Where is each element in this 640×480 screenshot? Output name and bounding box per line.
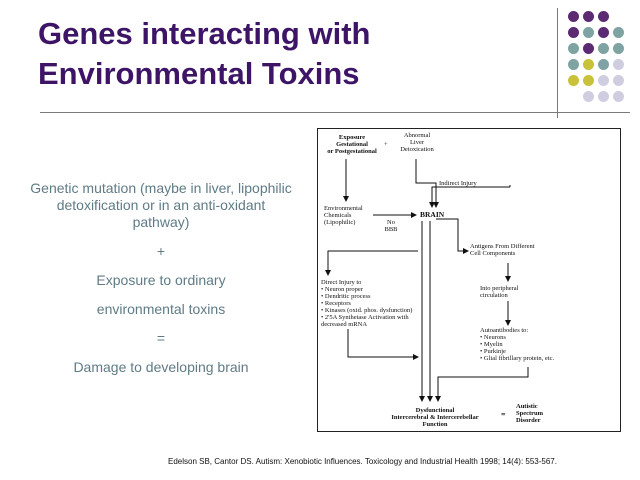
dot [598,27,609,38]
dot [598,11,609,22]
dot [613,59,624,70]
decorative-vertical-line [557,8,558,118]
dot [598,59,609,70]
dot [613,75,624,86]
body-text: Genetic mutation (maybe in liver, lipoph… [30,180,292,376]
label-antigens: Antigens From Different Cell Components [470,243,535,257]
body-line-env-toxins: environmental toxins [96,301,226,317]
dot [583,91,594,102]
body-line-equals: = [156,330,166,346]
label-dysfunctional: Dysfunctional Intercerebral & Intercereb… [391,407,479,428]
citation: Edelson SB, Cantor DS. Autism: Xenobioti… [168,457,557,466]
slide-title-line-1: Genes interacting with [38,16,371,51]
decorative-horizontal-line [40,112,630,113]
dot [568,27,579,38]
body-line-damage: Damage to developing brain [73,359,249,375]
label-direct-injury: Direct Injury to • Neuron proper • Dendr… [321,279,413,328]
dot [583,75,594,86]
decorative-dot-grid [566,10,632,110]
dot [568,75,579,86]
dot [583,43,594,54]
body-line-exposure: Exposure to ordinary [96,272,226,288]
body-line-genetic-mutation: Genetic mutation (maybe in liver, lipoph… [30,180,292,230]
dot [598,91,609,102]
arrow-brain-to-direct-injury [325,250,418,276]
dot [568,43,579,54]
label-plus: + [384,141,388,148]
body-line-plus: + [156,243,166,259]
label-equals: = [501,410,506,419]
label-exposure: Exposure Gestational or Postgestational [327,134,377,155]
dot [613,27,624,38]
dot [613,43,624,54]
label-indirect-injury: Indirect Injury [439,180,477,187]
arrow-indirect-injury [429,186,510,208]
arrow-liver-to-brain [415,159,439,208]
diagram-arrows [325,159,529,402]
dot [583,27,594,38]
label-no-bbb: No BBB [384,219,398,233]
dot [568,59,579,70]
dot [598,75,609,86]
label-autistic: Autistic Spectrum Disorder [516,403,544,424]
dot [613,91,624,102]
dot [583,11,594,22]
label-autoantibodies: Autoantibodies to: • Neurons • Myelin • … [480,327,555,362]
arrow-direct-injury-to-dysfunction [347,329,419,360]
label-abnormal-liver: Abnormal Liver Detoxication [400,132,434,153]
arrow-brain-to-antigens [436,218,469,254]
dot [568,11,579,22]
label-brain: BRAIN [420,210,445,219]
label-env-chemicals: Environmental Chemicals (Lipophilic) [324,205,363,226]
slide-title-line-2: Environmental Toxins [38,56,360,91]
arrow-autoantibodies-to-dysfunction [435,367,529,402]
dot [583,59,594,70]
slide-title: Genes interacting with Environmental Tox… [38,14,558,94]
flow-diagram: Exposure Gestational or Postgestational … [317,128,621,432]
label-peripheral: Into peripheral circulation [480,285,519,299]
dot [598,43,609,54]
